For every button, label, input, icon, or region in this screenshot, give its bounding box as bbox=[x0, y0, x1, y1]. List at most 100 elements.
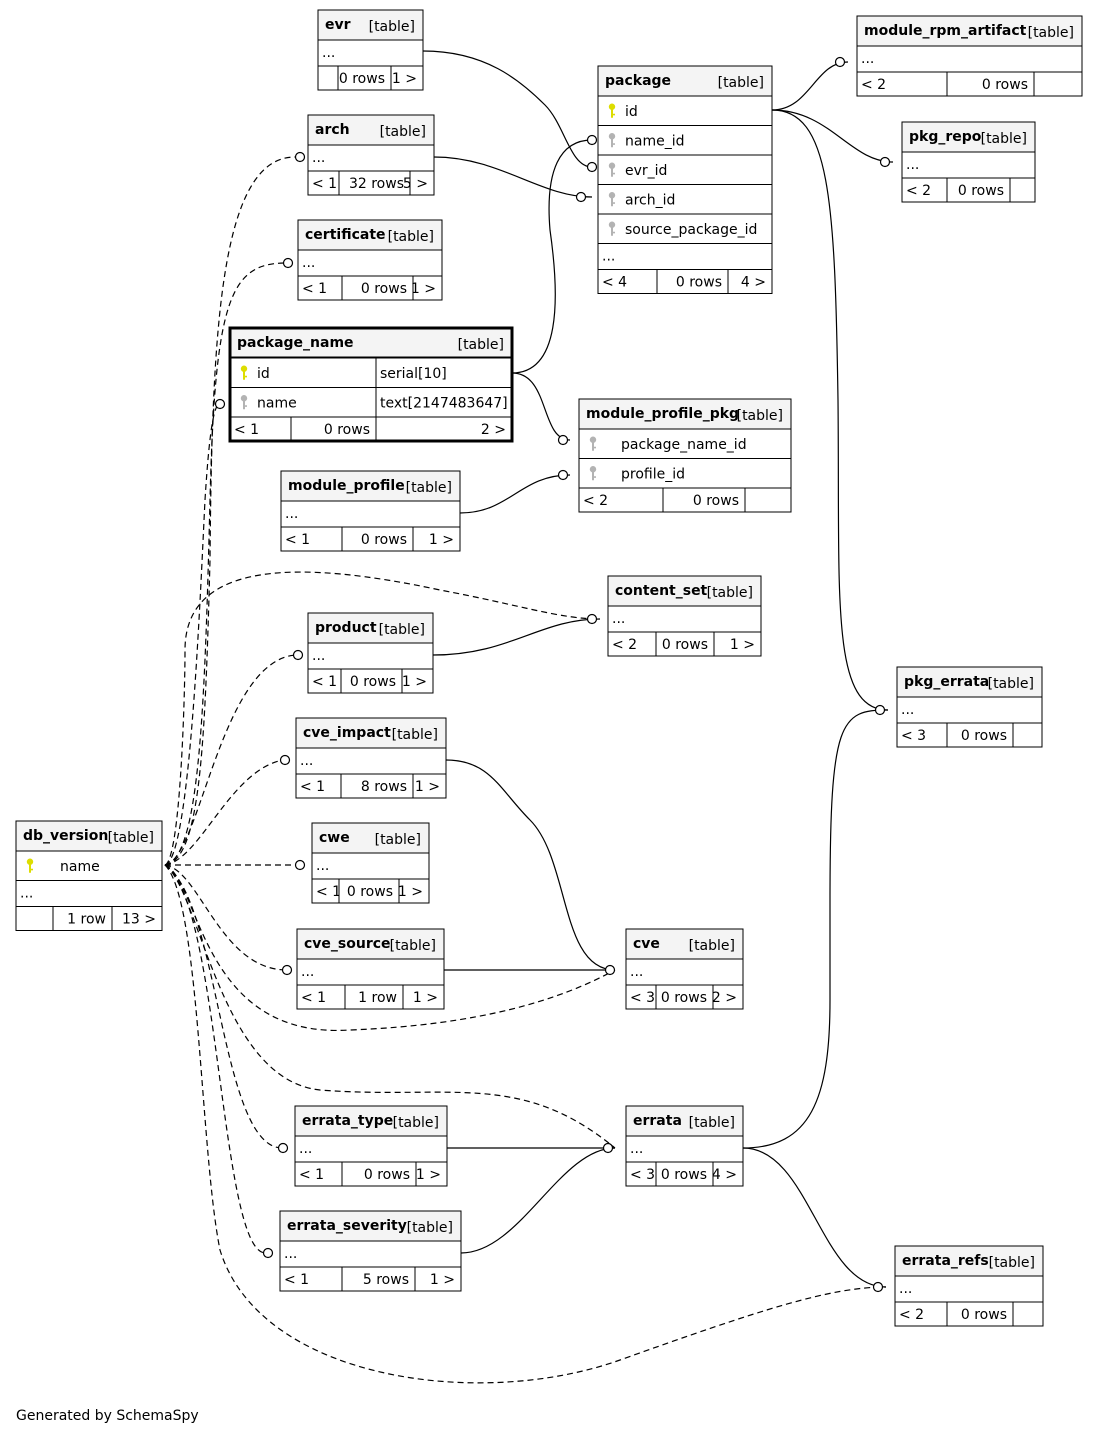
parents-count: < 1 bbox=[284, 1272, 309, 1288]
table-package[interactable]: package[table]idname_idevr_idarch_idsour… bbox=[597, 65, 773, 294]
parents-count: < 3 bbox=[630, 990, 655, 1006]
children-count: 1 > bbox=[392, 71, 417, 87]
children-count: 4 > bbox=[741, 275, 766, 291]
row-count: 8 rows bbox=[361, 779, 407, 795]
implied-relationship-line bbox=[164, 864, 266, 1254]
table-kind-label: [table] bbox=[380, 124, 426, 140]
table-kind-label: [table] bbox=[737, 408, 783, 424]
parents-count: < 1 bbox=[312, 674, 337, 690]
table-header bbox=[901, 121, 1036, 153]
table-name: pkg_repo bbox=[909, 129, 982, 145]
table-name: errata_refs bbox=[902, 1253, 989, 1269]
foreign-key-relationship-line bbox=[511, 372, 571, 441]
more-columns-ellipsis: ... bbox=[901, 702, 914, 718]
table-name: evr bbox=[325, 17, 351, 33]
row-count: 0 rows bbox=[662, 637, 708, 653]
table-name: errata_severity bbox=[287, 1218, 407, 1234]
table-header bbox=[294, 1105, 448, 1137]
parents-count: < 3 bbox=[901, 728, 926, 744]
table-header bbox=[625, 928, 744, 960]
column-name: package_name_id bbox=[621, 437, 747, 453]
children-count: 1 > bbox=[730, 637, 755, 653]
children-count: 4 > bbox=[712, 1167, 737, 1183]
column-name: name bbox=[257, 396, 297, 412]
table-kind-label: [table] bbox=[407, 1220, 453, 1236]
implied-relationship-line bbox=[164, 759, 284, 866]
foreign-key-relationship-line bbox=[422, 50, 593, 168]
implied-relationship-line bbox=[164, 864, 284, 1149]
parents-count: < 2 bbox=[906, 183, 931, 199]
row-count: 0 rows bbox=[347, 884, 393, 900]
implied-relationship-line bbox=[164, 156, 296, 866]
primary-key-icon bbox=[608, 103, 616, 118]
column-name: evr_id bbox=[625, 163, 667, 179]
parents-count: < 3 bbox=[630, 1167, 655, 1183]
table-module_profile_pkg[interactable]: module_profile_pkg[table]package_name_id… bbox=[578, 398, 792, 513]
parents-count: < 1 bbox=[300, 779, 325, 795]
foreign-key-icon bbox=[608, 162, 616, 177]
parents-count: < 2 bbox=[899, 1307, 924, 1323]
column-name: id bbox=[625, 104, 638, 120]
more-columns-ellipsis: ... bbox=[630, 964, 643, 980]
cardinality-marker bbox=[292, 649, 304, 661]
more-columns-ellipsis: ... bbox=[316, 858, 329, 874]
foreign-key-icon bbox=[608, 133, 616, 148]
table-kind-label: [table] bbox=[379, 622, 425, 638]
table-name: cve_impact bbox=[303, 725, 391, 741]
cardinality-marker bbox=[834, 56, 846, 68]
foreign-key-relationship-line bbox=[771, 109, 889, 711]
foreign-key-relationship-line bbox=[742, 709, 889, 1149]
column-type: text[2147483647] bbox=[380, 396, 508, 412]
parents-count: < 1 bbox=[301, 990, 326, 1006]
table-header bbox=[307, 612, 434, 644]
table-name: module_rpm_artifact bbox=[864, 23, 1027, 39]
foreign-key-relationship-line bbox=[771, 61, 849, 111]
row-count: 0 rows bbox=[982, 77, 1028, 93]
parents-count: < 1 bbox=[312, 176, 337, 192]
more-columns-ellipsis: ... bbox=[300, 753, 313, 769]
cardinality-marker bbox=[281, 964, 293, 976]
table-kind-label: [table] bbox=[988, 676, 1034, 692]
row-count: 0 rows bbox=[350, 674, 396, 690]
cardinality-marker bbox=[872, 1281, 884, 1293]
cardinality-marker bbox=[214, 398, 226, 410]
table-header bbox=[311, 822, 430, 854]
cardinality-marker bbox=[557, 434, 569, 446]
row-count: 0 rows bbox=[961, 1307, 1007, 1323]
parents-count: < 1 bbox=[299, 1167, 324, 1183]
children-count: 1 > bbox=[429, 532, 454, 548]
table-name: errata_type bbox=[302, 1113, 393, 1129]
table-name: module_profile bbox=[288, 478, 405, 494]
children-count: 1 > bbox=[398, 884, 423, 900]
table-name: package bbox=[605, 73, 671, 89]
column-type: serial[10] bbox=[380, 366, 447, 382]
table-name: pkg_errata bbox=[904, 674, 989, 690]
cardinality-marker bbox=[282, 257, 294, 269]
table-header bbox=[625, 1105, 744, 1137]
table-kind-label: [table] bbox=[388, 229, 434, 245]
table-kind-label: [table] bbox=[375, 832, 421, 848]
children-count: 1 > bbox=[416, 1167, 441, 1183]
table-kind-label: [table] bbox=[689, 938, 735, 954]
cardinality-marker bbox=[294, 859, 306, 871]
children-count: 13 > bbox=[122, 912, 156, 928]
